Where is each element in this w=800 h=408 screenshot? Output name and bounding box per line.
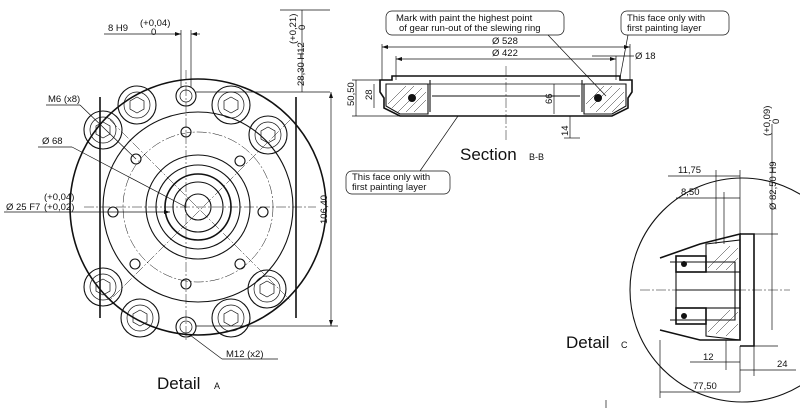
note-box-painting-bottom (345, 170, 451, 195)
section-bb-label: B-B (529, 152, 544, 162)
dim-77-50: 77,50 (693, 381, 717, 392)
note-painting-bottom-line2: first painting layer (352, 182, 426, 193)
section-right-hatch (583, 83, 627, 115)
detail-a-label: A (214, 381, 220, 391)
detail-c-label: C (621, 340, 628, 350)
dim-m6: M6 (x8) (48, 94, 80, 105)
detail-c-hatch (705, 239, 741, 341)
dim-d82-50-h9: Ø 82,50 H9 (768, 161, 779, 210)
dim-11-75: 11,75 (678, 165, 701, 176)
section-bb-title: Section (460, 145, 517, 164)
dim-8h9-tol-upper: (+0,04) (140, 18, 170, 29)
detail-c-view: Ø 82,50 H9 (+0,09) 0 11,75 8,50 12 24 77… (566, 106, 800, 403)
dim-8-50: 8,50 (681, 187, 700, 198)
note-gear-runout-line2: of gear run-out of the slewing ring (399, 23, 541, 34)
section-left-hatch (385, 83, 429, 115)
dim-d82-tol-lower: 0 (771, 119, 782, 124)
dim-d25-tol-upper: (+0,04) (44, 192, 74, 203)
dim-106-40: 106,40 (319, 195, 330, 224)
note-painting-top-line1: This face only with (627, 13, 705, 24)
dim-m12: M12 (x2) (226, 349, 263, 360)
dim-28-tol-lower: 0 (297, 25, 308, 30)
m6-holes (107, 126, 269, 290)
detail-a-view: 8 H9 (+0,04) 0 28,30 H12 (+0,21) 0 106,4… (4, 9, 338, 393)
dim-d528: Ø 528 (492, 36, 518, 47)
dim-d82-tol-upper: (+0,09) (762, 106, 773, 136)
dim-d422: Ø 422 (492, 48, 518, 59)
detail-a-title: Detail (157, 374, 200, 393)
note-gear-runout-line1: Mark with paint the highest point (396, 13, 533, 24)
detail-c-title: Detail (566, 333, 609, 352)
dim-12: 12 (703, 352, 714, 363)
dim-8h9-tol-lower: 0 (151, 27, 156, 38)
dim-50-50: 50,50 (346, 82, 357, 106)
dim-28-bb: 28 (364, 89, 375, 100)
section-bb-view: Ø 528 Ø 422 Ø 18 50,50 28 66 14 Mark wit… (345, 10, 730, 195)
dim-28-30-h12: 28,30 H12 (296, 42, 307, 86)
dim-d18: Ø 18 (635, 51, 656, 62)
bolt-bosses (83, 85, 288, 338)
dim-66: 66 (544, 93, 555, 104)
dim-8h9: 8 H9 (108, 23, 128, 34)
dim-d25-tol-lower: (+0,02) (44, 202, 74, 213)
dim-14: 14 (560, 125, 571, 136)
dim-d68: Ø 68 (42, 136, 63, 147)
dim-d25: Ø 25 F7 (6, 202, 40, 213)
dim-28-tol-upper: (+0,21) (288, 14, 299, 44)
dim-24: 24 (777, 359, 788, 370)
note-painting-bottom-line1: This face only with (352, 172, 430, 183)
note-box-painting-top (620, 10, 730, 36)
note-box-gear-runout (385, 10, 565, 36)
note-painting-top-line2: first painting layer (627, 23, 701, 34)
